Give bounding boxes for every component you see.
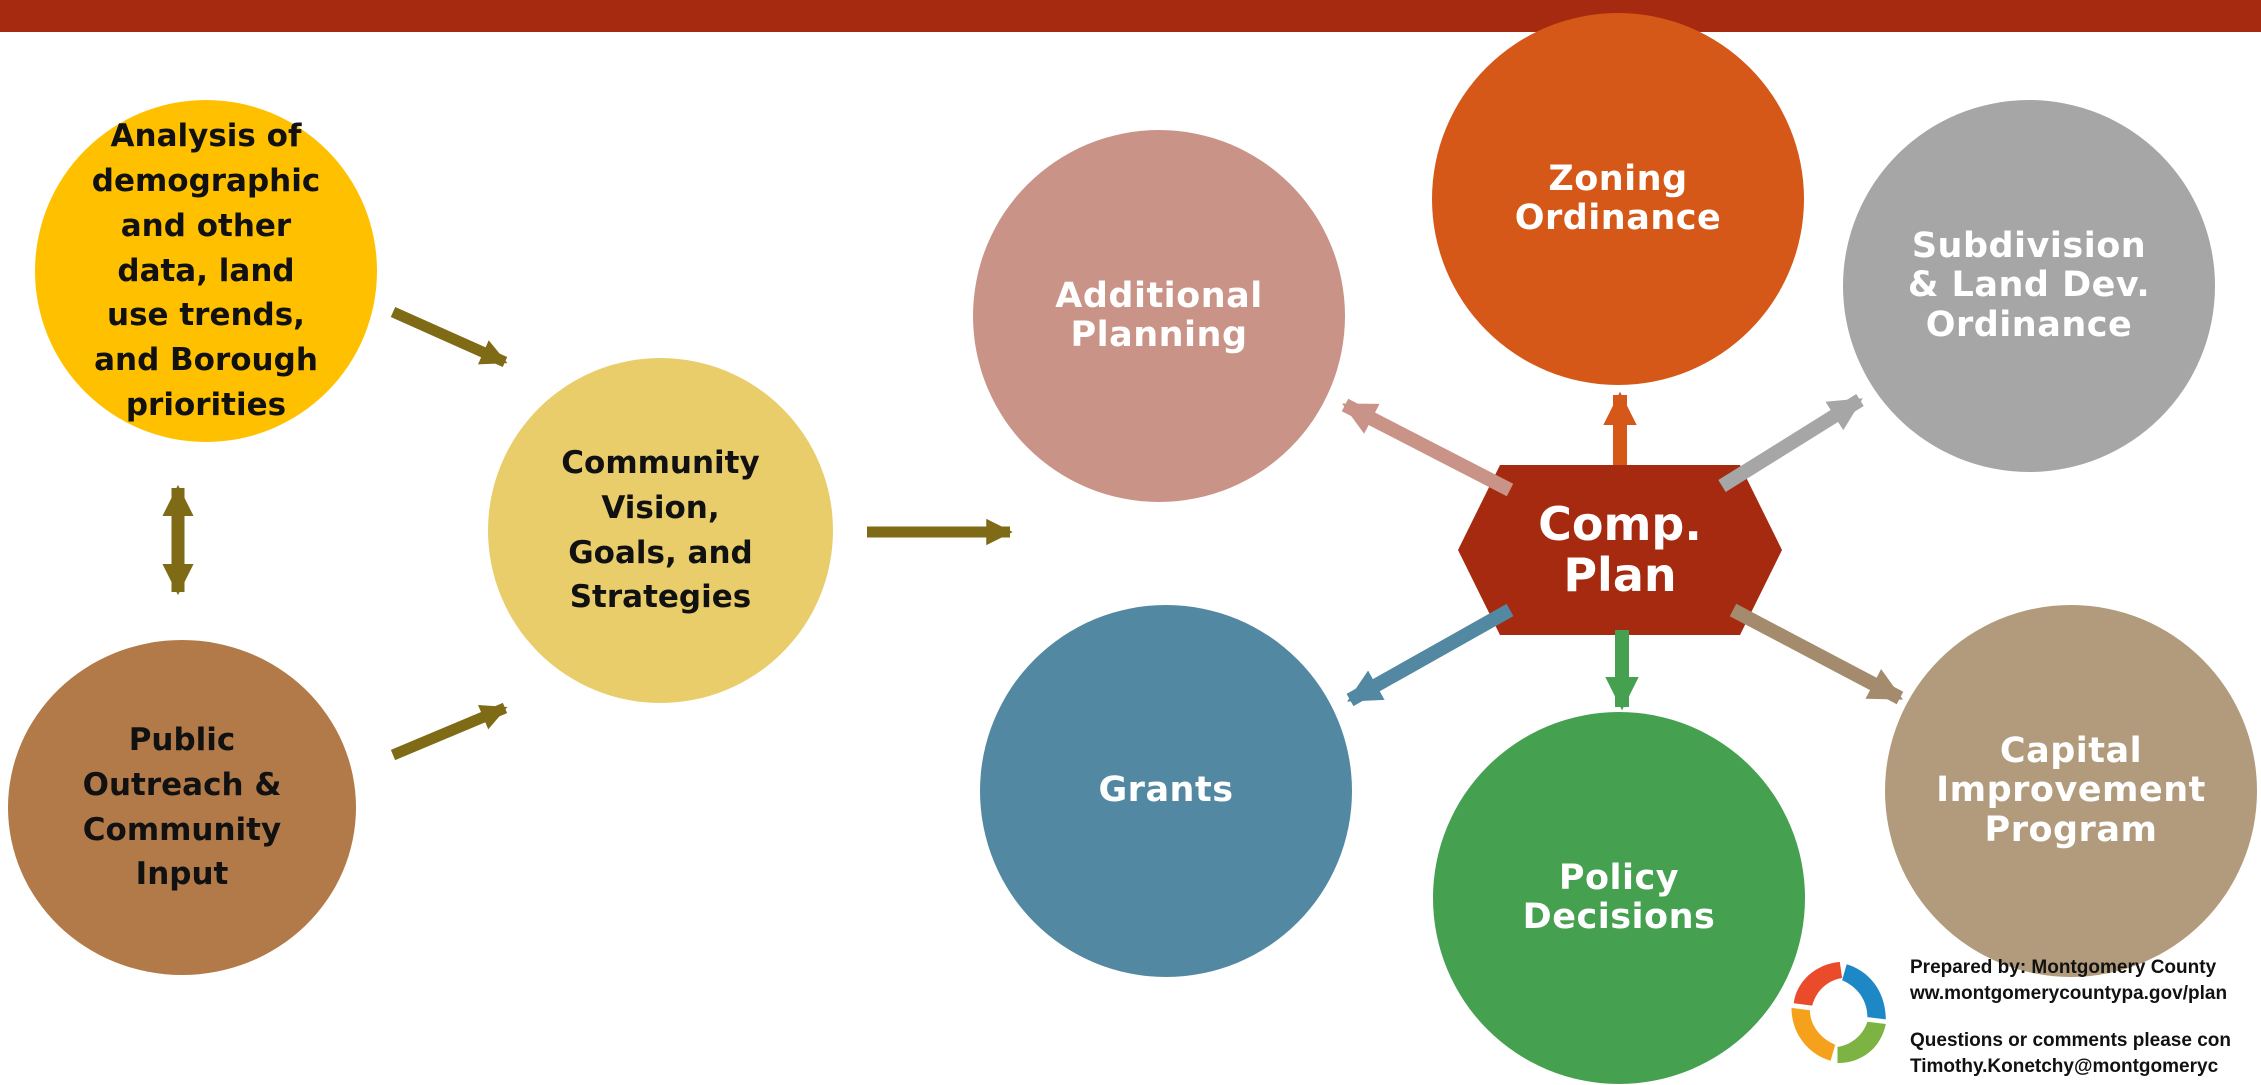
arrow-to-additional-planning xyxy=(1341,398,1514,497)
outreach-label: Public Outreach & Community Input xyxy=(82,721,282,893)
analysis-circle: Analysis of demographic and other data, … xyxy=(35,100,377,442)
logo-red-swirl xyxy=(1793,961,1843,1006)
prepared-by-text: Prepared by: Montgomery County xyxy=(1910,957,2217,978)
arrow-analysis-to-vision xyxy=(390,306,508,368)
comp-plan-label: Comp. Plan xyxy=(1538,497,1702,602)
zoning-label: Zoning Ordinance xyxy=(1514,158,1722,238)
questions-text: Questions or comments please con xyxy=(1910,1030,2231,1052)
comp-plan-label-box: Comp. Plan xyxy=(1470,495,1770,605)
top-banner xyxy=(0,0,2261,32)
vision-label: Community Vision, Goals, and Strategies xyxy=(561,444,760,616)
capital-circle: Capital Improvement Program xyxy=(1885,605,2257,977)
policy-label: Policy Decisions xyxy=(1522,857,1716,937)
zoning-circle: Zoning Ordinance xyxy=(1432,13,1804,385)
additional-planning-label: Additional Planning xyxy=(1055,275,1263,355)
vision-circle: Community Vision, Goals, and Strategies xyxy=(488,358,833,703)
policy-circle: Policy Decisions xyxy=(1433,712,1805,1084)
arrow-outreach-to-vision xyxy=(390,702,508,761)
logo-orange-swirl xyxy=(1791,1007,1836,1061)
arrow-to-subdivision xyxy=(1718,394,1864,492)
additional-planning-circle: Additional Planning xyxy=(973,130,1345,502)
outreach-circle: Public Outreach & Community Input xyxy=(8,640,356,975)
capital-label: Capital Improvement Program xyxy=(1936,731,2206,850)
subdivision-circle: Subdivision & Land Dev. Ordinance xyxy=(1843,100,2215,472)
arrow-to-capital xyxy=(1729,603,1904,705)
logo-blue-swirl xyxy=(1842,964,1886,1020)
analysis-label: Analysis of demographic and other data, … xyxy=(91,117,321,424)
logo-green-swirl xyxy=(1837,1021,1886,1064)
grants-circle: Grants xyxy=(980,605,1352,977)
email-link[interactable]: Timothy.Konetchy@montgomeryc xyxy=(1910,1055,2219,1077)
footer-attribution: Prepared by: Montgomery County ww.montgo… xyxy=(1910,955,2261,1085)
grants-label: Grants xyxy=(1098,770,1234,811)
website-link[interactable]: ww.montgomerycountypa.gov/plan xyxy=(1910,982,2228,1004)
montgomery-county-logo-icon xyxy=(1791,961,1886,1064)
subdivision-label: Subdivision & Land Dev. Ordinance xyxy=(1907,226,2151,345)
comp-plan-hexagon xyxy=(1458,465,1782,635)
arrow-to-grants xyxy=(1346,603,1514,707)
